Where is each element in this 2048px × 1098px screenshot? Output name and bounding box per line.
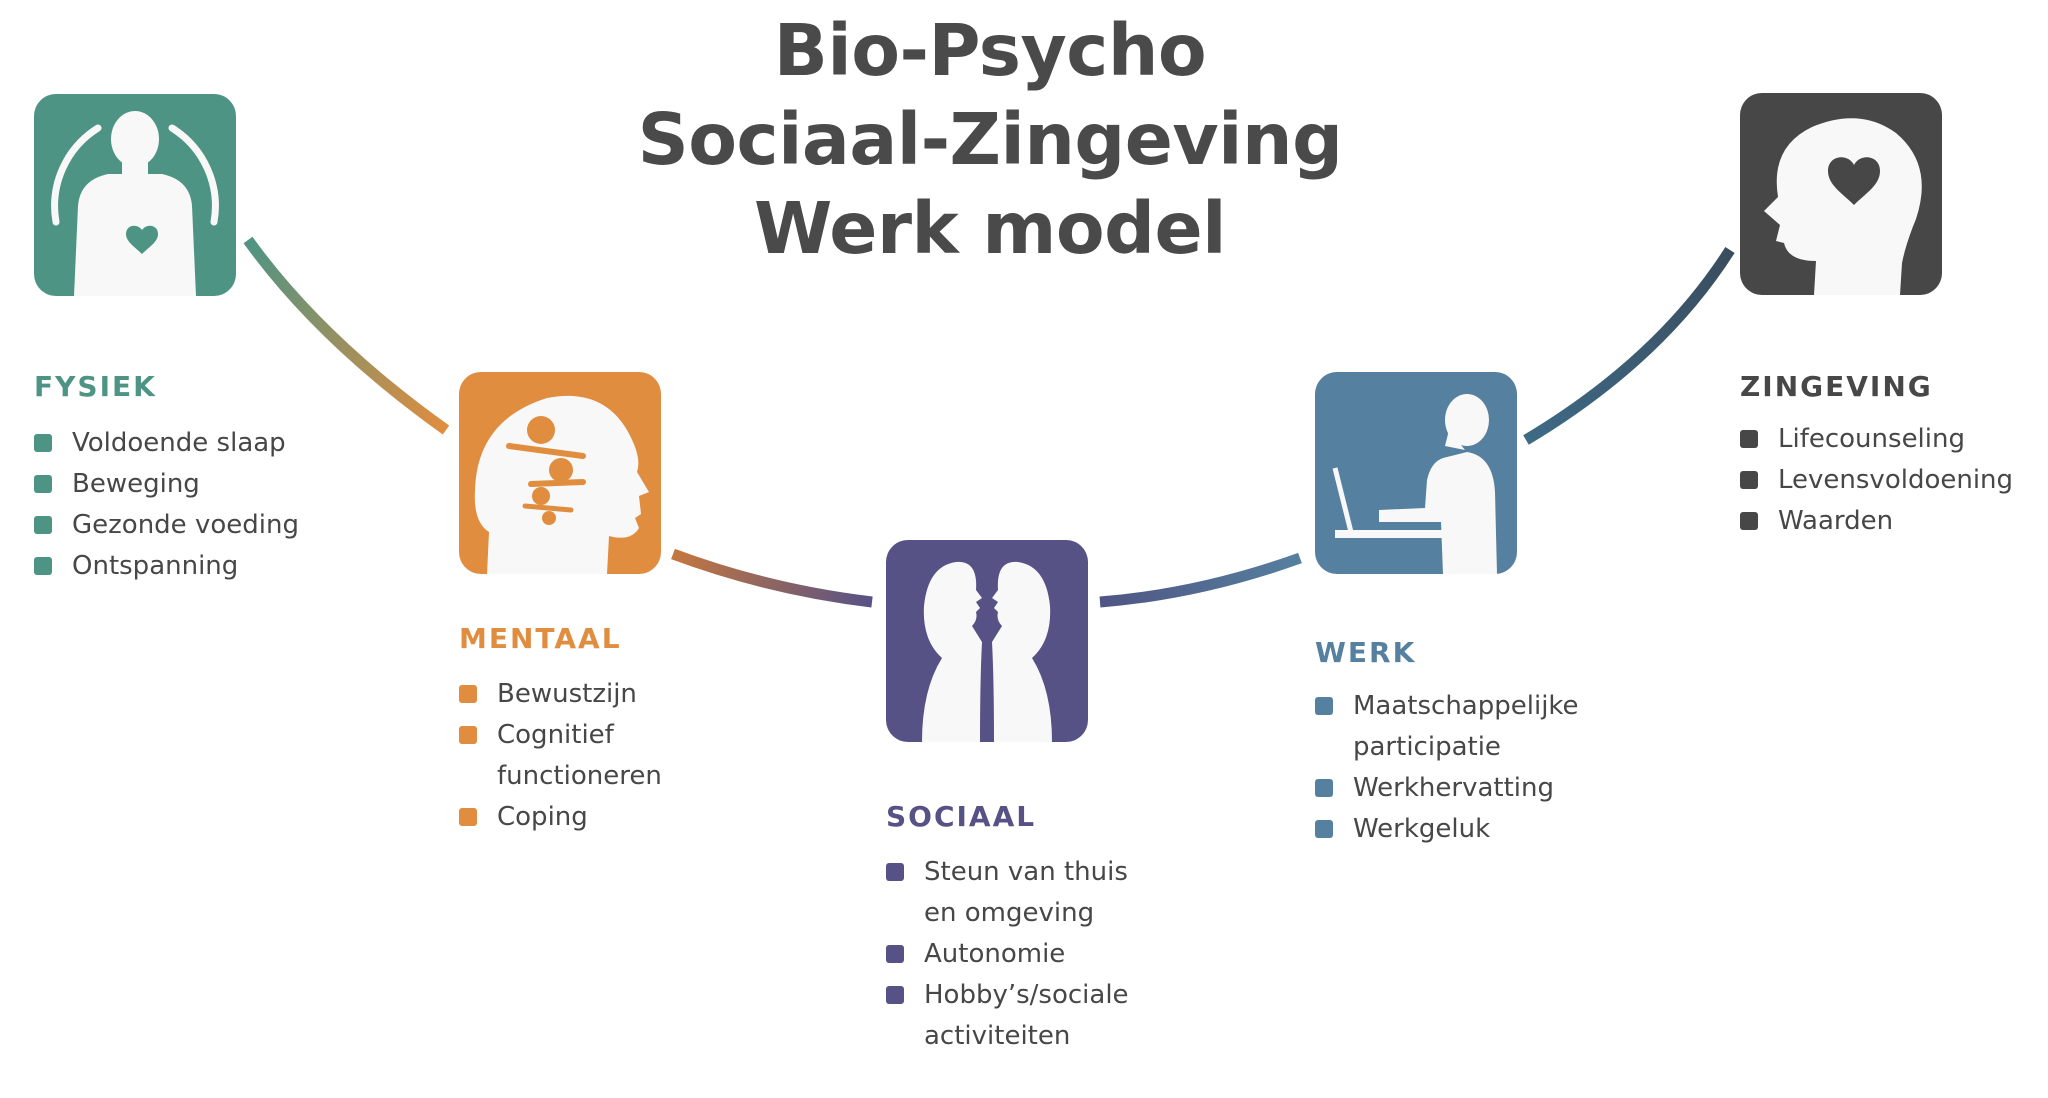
bullet-icon [459,808,477,826]
sociaal-heading: SOCIAAL [886,800,1037,833]
werk-tile [1315,372,1517,574]
zingeving-tile [1740,93,1942,295]
head-balance-icon [474,395,649,574]
diagram-title: Bio-Psycho Sociaal-Zingeving Werk model [580,6,1400,273]
werk-list: Maatschappelijke participatie Werkhervat… [1315,686,1645,850]
list-item: Hobby’s/sociale activiteiten [886,975,1206,1057]
list-item: Ontspanning [34,546,374,587]
arc-segment-werk-zingeving [1523,247,1735,445]
sociaal-tile [886,540,1088,742]
sociaal-list: Steun van thuis en omgeving Autonomie Ho… [886,852,1206,1057]
list-item: Levensvoldoening [1740,460,2040,501]
bullet-icon [34,516,52,534]
bullet-icon [34,557,52,575]
bullet-icon [1315,820,1333,838]
title-line-1: Bio-Psycho [773,9,1207,92]
list-item: Waarden [1740,501,2040,542]
bullet-icon [886,986,904,1004]
list-item: Steun van thuis en omgeving [886,852,1206,934]
title-line-2: Sociaal-Zingeving [637,98,1343,181]
list-item: Voldoende slaap [34,423,374,464]
bullet-icon [1740,430,1758,448]
arc-segment-mentaal-sociaal [671,548,873,608]
bullet-icon [1740,471,1758,489]
two-faces-icon [922,561,1052,742]
bullet-icon [1315,779,1333,797]
list-item: Maatschappelijke participatie [1315,686,1645,768]
zingeving-list: Lifecounseling Levensvoldoening Waarden [1740,419,2040,542]
list-item: Gezonde voeding [34,505,374,546]
bullet-icon [886,945,904,963]
zingeving-heading: ZINGEVING [1740,370,1933,403]
arc-segment-sociaal-werk [1099,552,1302,608]
bullet-icon [886,863,904,881]
bullet-icon [1315,697,1333,715]
list-item: Werkgeluk [1315,809,1645,850]
bullet-icon [34,475,52,493]
head-heart-icon [1764,118,1922,295]
mentaal-list: Bewustzijn Cognitief functioneren Coping [459,674,759,838]
werk-heading: WERK [1315,636,1417,669]
arc-segment-fysiek-mentaal [243,236,450,435]
list-item: Lifecounseling [1740,419,2040,460]
fysiek-tile [34,94,236,296]
person-laptop-icon [1332,394,1497,574]
list-item: Cognitief functioneren [459,715,759,797]
list-item: Autonomie [886,934,1206,975]
list-item: Werkhervatting [1315,768,1645,809]
fysiek-list: Voldoende slaap Beweging Gezonde voeding… [34,423,374,587]
title-line-3: Werk model [754,187,1226,270]
list-item: Coping [459,797,759,838]
bullet-icon [459,685,477,703]
list-item: Bewustzijn [459,674,759,715]
list-item: Beweging [34,464,374,505]
bullet-icon [34,434,52,452]
body-heart-icon [51,111,219,296]
mentaal-heading: MENTAAL [459,622,622,655]
bullet-icon [1740,512,1758,530]
fysiek-heading: FYSIEK [34,370,157,403]
mentaal-tile [459,372,661,574]
bullet-icon [459,726,477,744]
